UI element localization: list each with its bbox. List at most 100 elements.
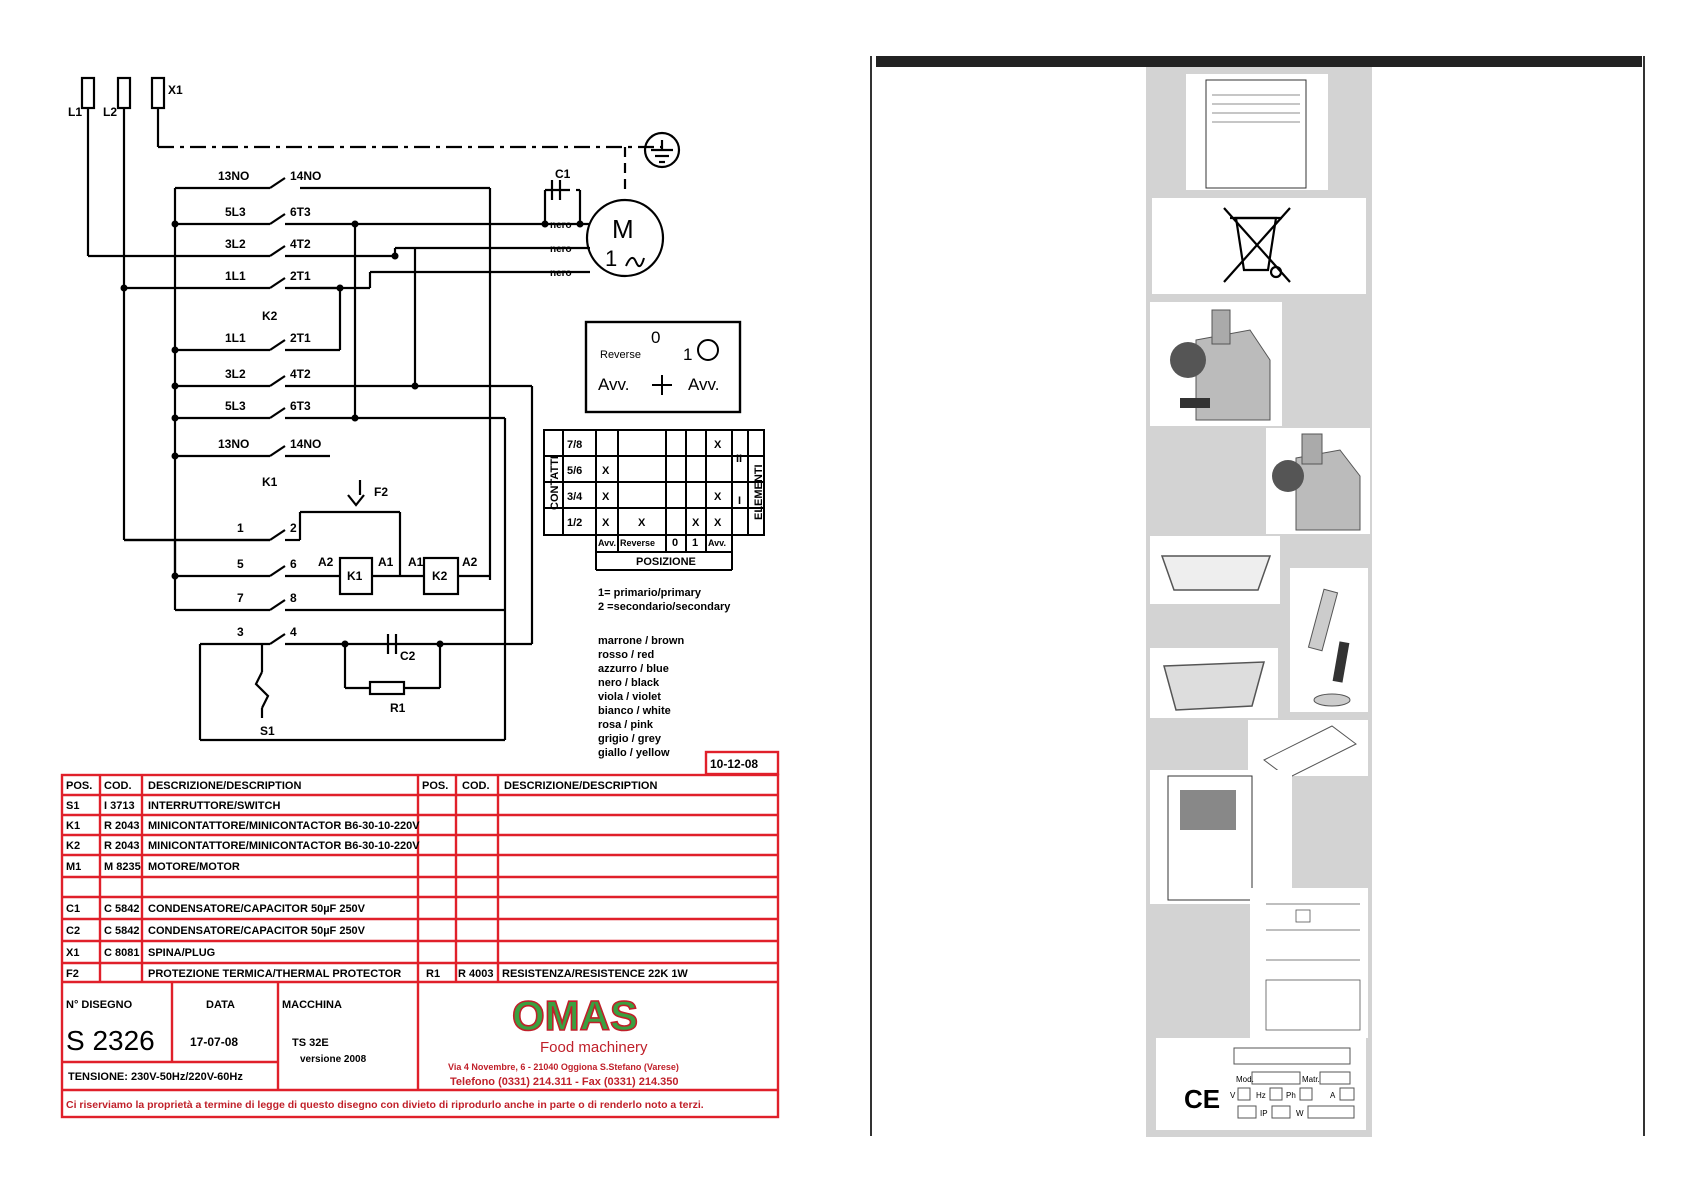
ce-mark: CE — [1184, 1084, 1220, 1114]
contact-col: 0 — [672, 537, 678, 549]
parts-cell: CONDENSATORE/CAPACITOR 50µF 250V — [148, 903, 366, 915]
voltage: TENSIONE: 230V-50Hz/220V-60Hz — [68, 1071, 243, 1083]
parts-cell: K2 — [66, 840, 80, 852]
parts-header: COD. — [104, 780, 132, 792]
omas-tagline: Food machinery — [540, 1039, 648, 1056]
company-address: Via 4 Novembre, 6 - 21040 Oggiona S.Stef… — [448, 1062, 679, 1072]
switch-contact: 1 — [237, 521, 244, 535]
parts-cell: CONDENSATORE/CAPACITOR 50µF 250V — [148, 925, 366, 937]
wiring-diagram: L1 L2 X1 13NO 14NO 5L3 6T3 3L2 4T2 1L1 2… — [60, 76, 780, 1119]
revision-date: 10-12-08 — [710, 757, 758, 771]
contact-cell: X — [692, 517, 700, 529]
parts-cell: C 5842 — [104, 903, 139, 915]
k1-contact-in: 5L3 — [225, 399, 246, 413]
c2-label: C2 — [400, 649, 416, 663]
selector-zero: 0 — [651, 328, 660, 347]
k1-contact-out: 2T1 — [290, 331, 311, 345]
omas-logo: OMAS — [512, 992, 638, 1039]
contact-cell: X — [602, 517, 610, 529]
switch-contact: 3 — [237, 625, 244, 639]
k1-contact-in: 3L2 — [225, 367, 246, 381]
rating-matr-label: Matr. — [1302, 1075, 1320, 1084]
label-l2: L2 — [103, 105, 117, 119]
color-legend-item: bianco / white — [598, 705, 671, 717]
selector-box — [584, 320, 742, 414]
parts-cell: C 5842 — [104, 925, 139, 937]
legend-secondary: 2 =secondario/secondary — [598, 601, 731, 613]
wiring-diagram-icon — [1265, 903, 1361, 1031]
switch-contact: 4 — [290, 625, 297, 639]
r1-label: R1 — [390, 701, 406, 715]
parts-cell: R1 — [426, 968, 440, 980]
parts-cell: INTERRUTTORE/SWITCH — [148, 800, 280, 812]
c1-label: C1 — [555, 167, 571, 181]
contact-row-label: 5/6 — [567, 465, 582, 477]
contact-col: Avv. — [598, 538, 616, 548]
motor-phase: 1 — [605, 246, 617, 271]
motor-symbol: M — [612, 214, 634, 244]
date-value: 17-07-08 — [190, 1035, 238, 1049]
color-legend-item: rosa / pink — [598, 719, 654, 731]
color-legend-item: marrone / brown — [598, 635, 684, 647]
parts-cell: PROTEZIONE TERMICA/THERMAL PROTECTOR — [148, 968, 401, 980]
parts-header: DESCRIZIONE/DESCRIPTION — [148, 780, 301, 792]
certificate-icon — [1205, 79, 1307, 189]
meat-mincer-icon — [1170, 309, 1271, 421]
color-legend-item: rosso / red — [598, 649, 654, 661]
coil-k2-a2: A2 — [462, 555, 478, 569]
switch-contact: 5 — [237, 557, 244, 571]
parts-header: POS. — [66, 780, 92, 792]
rating-hz-label: Hz — [1256, 1091, 1266, 1100]
pusher-icon — [1307, 588, 1351, 707]
selector-avv-right: Avv. — [688, 375, 720, 394]
contact-cell: X — [714, 517, 722, 529]
k1-contact-out: 6T3 — [290, 399, 311, 413]
switch-contact: 2 — [290, 521, 297, 535]
element-label: I — [738, 495, 741, 507]
parts-header: POS. — [422, 780, 448, 792]
parts-cell: C2 — [66, 925, 80, 937]
parts-cell: R 2043 — [104, 820, 139, 832]
coil-k1-a2: A2 — [318, 555, 334, 569]
rating-v-label: V — [1230, 1091, 1236, 1100]
element-label: II — [736, 453, 742, 465]
contact-row-label: 1/2 — [567, 517, 582, 529]
page-top-bar — [876, 56, 1642, 67]
parts-cell: SPINA/PLUG — [148, 947, 215, 959]
parts-cell: I 3713 — [104, 800, 135, 812]
f2-label: F2 — [374, 485, 388, 499]
selector-one: 1 — [683, 345, 692, 364]
date-label: DATA — [206, 999, 235, 1011]
switch-contact: 6 — [290, 557, 297, 571]
machine-label: MACCHINA — [282, 999, 342, 1011]
motor-wire-label: nero — [550, 220, 572, 231]
contact-col: Avv. — [708, 538, 726, 548]
rotation-icon — [697, 339, 719, 361]
parts-cell: MINICONTATTORE/MINICONTACTOR B6-30-10-22… — [148, 840, 420, 852]
k1-contact-in: 13NO — [218, 437, 249, 451]
contact-table — [543, 429, 765, 571]
selector-reverse: Reverse — [600, 349, 641, 361]
contact-cell: X — [602, 491, 610, 503]
pusher-panel — [1290, 568, 1368, 712]
parts-cell: M 8235 — [104, 861, 141, 873]
coil-k1-label: K1 — [347, 569, 363, 583]
rating-w-label: W — [1296, 1109, 1304, 1118]
coil-k1-a1: A1 — [378, 555, 394, 569]
copyright-notice: Ci riserviamo la proprietà a termine di … — [66, 1099, 704, 1111]
meat-mincer-icon — [1272, 433, 1361, 531]
diagram-thumbnail-panel — [1250, 888, 1368, 1038]
parts-cell: F2 — [66, 968, 79, 980]
page-right-border — [1643, 56, 1645, 1136]
k1-contact-out: 4T2 — [290, 367, 311, 381]
legend-primary: 1= primario/primary — [598, 587, 702, 599]
label-x1: X1 — [168, 83, 183, 97]
k2-contact-in: 1L1 — [225, 269, 246, 283]
color-legend-item: viola / violet — [598, 691, 661, 703]
parts-cell: X1 — [66, 947, 79, 959]
bowl-icon — [1163, 661, 1265, 711]
tray-icon — [1160, 555, 1272, 591]
contact-row-label: 7/8 — [567, 439, 582, 451]
contact-table-side-right: ELEMENTI — [753, 464, 765, 520]
